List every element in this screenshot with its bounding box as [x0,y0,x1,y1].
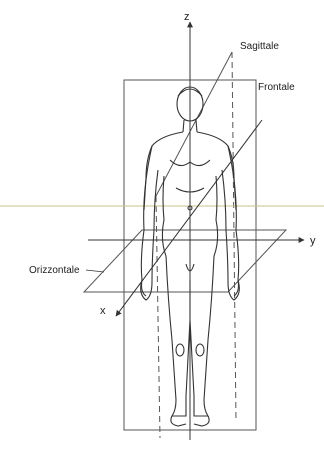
y-axis-label: y [310,235,316,247]
sagittal-plane [156,52,236,438]
frontal-plane-label: Frontale [258,82,295,93]
x-axis-label: x [100,305,106,317]
horizontal-plane-leader [86,270,104,272]
x-axis [116,120,262,316]
z-axis-label: z [184,11,190,23]
horizontal-plane-label: Orizzontale [29,265,80,276]
sagittal-plane-label: Sagittale [240,41,279,52]
